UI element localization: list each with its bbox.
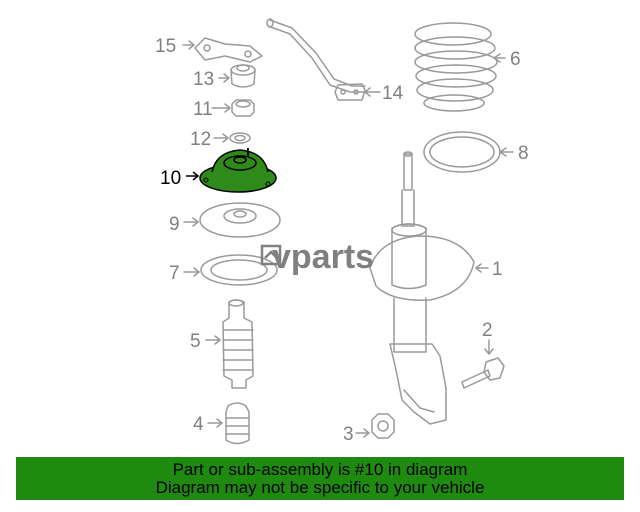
part-12-washer: [213, 132, 251, 144]
part-7-spring-seat: [183, 254, 278, 286]
callout-7: 7: [169, 263, 180, 284]
part-14-stabilizer-link: [266, 18, 381, 101]
callout-6: 6: [510, 49, 521, 70]
part-6-coil-spring: [414, 22, 506, 112]
part-9-bearing-plate: [183, 202, 281, 238]
part-1-strut-assembly: [369, 151, 489, 425]
callout-14: 14: [382, 83, 404, 104]
banner-line-2: Diagram may not be specific to your vehi…: [155, 478, 485, 497]
callout-2: 2: [482, 320, 493, 341]
callout-4: 4: [193, 414, 204, 435]
info-banner: Part or sub-assembly is #10 in diagram D…: [16, 457, 624, 500]
callout-15: 15: [155, 36, 176, 57]
callout-11: 11: [193, 99, 213, 120]
watermark-text: vparts: [272, 238, 374, 276]
part-8-insulator: [423, 131, 514, 173]
callout-10: 10: [160, 168, 181, 189]
vparts-watermark: vparts: [260, 238, 374, 276]
part-5-bump-stop: [205, 299, 254, 389]
part-15-bracket: [182, 37, 263, 63]
part-11-nut: [211, 99, 255, 117]
parts-diagram: vparts 15 13 11 12 10 9 7 5 4 3 2 1 8 6 …: [155, 18, 529, 445]
callout-1: 1: [492, 259, 503, 280]
part-10-strut-mount[interactable]: [186, 148, 277, 193]
banner-line-1: Part or sub-assembly is #10 in diagram: [172, 460, 468, 479]
callout-13: 13: [193, 69, 214, 90]
callout-9: 9: [169, 214, 180, 235]
part-4-jounce-bumper: [207, 402, 250, 445]
part-3-nut: [355, 413, 395, 439]
callout-5: 5: [190, 331, 201, 352]
callout-3: 3: [343, 424, 354, 445]
part-13-bushing: [218, 64, 256, 88]
part-2-bolt: [461, 339, 505, 389]
callout-12: 12: [190, 129, 211, 150]
callout-8: 8: [518, 143, 529, 164]
